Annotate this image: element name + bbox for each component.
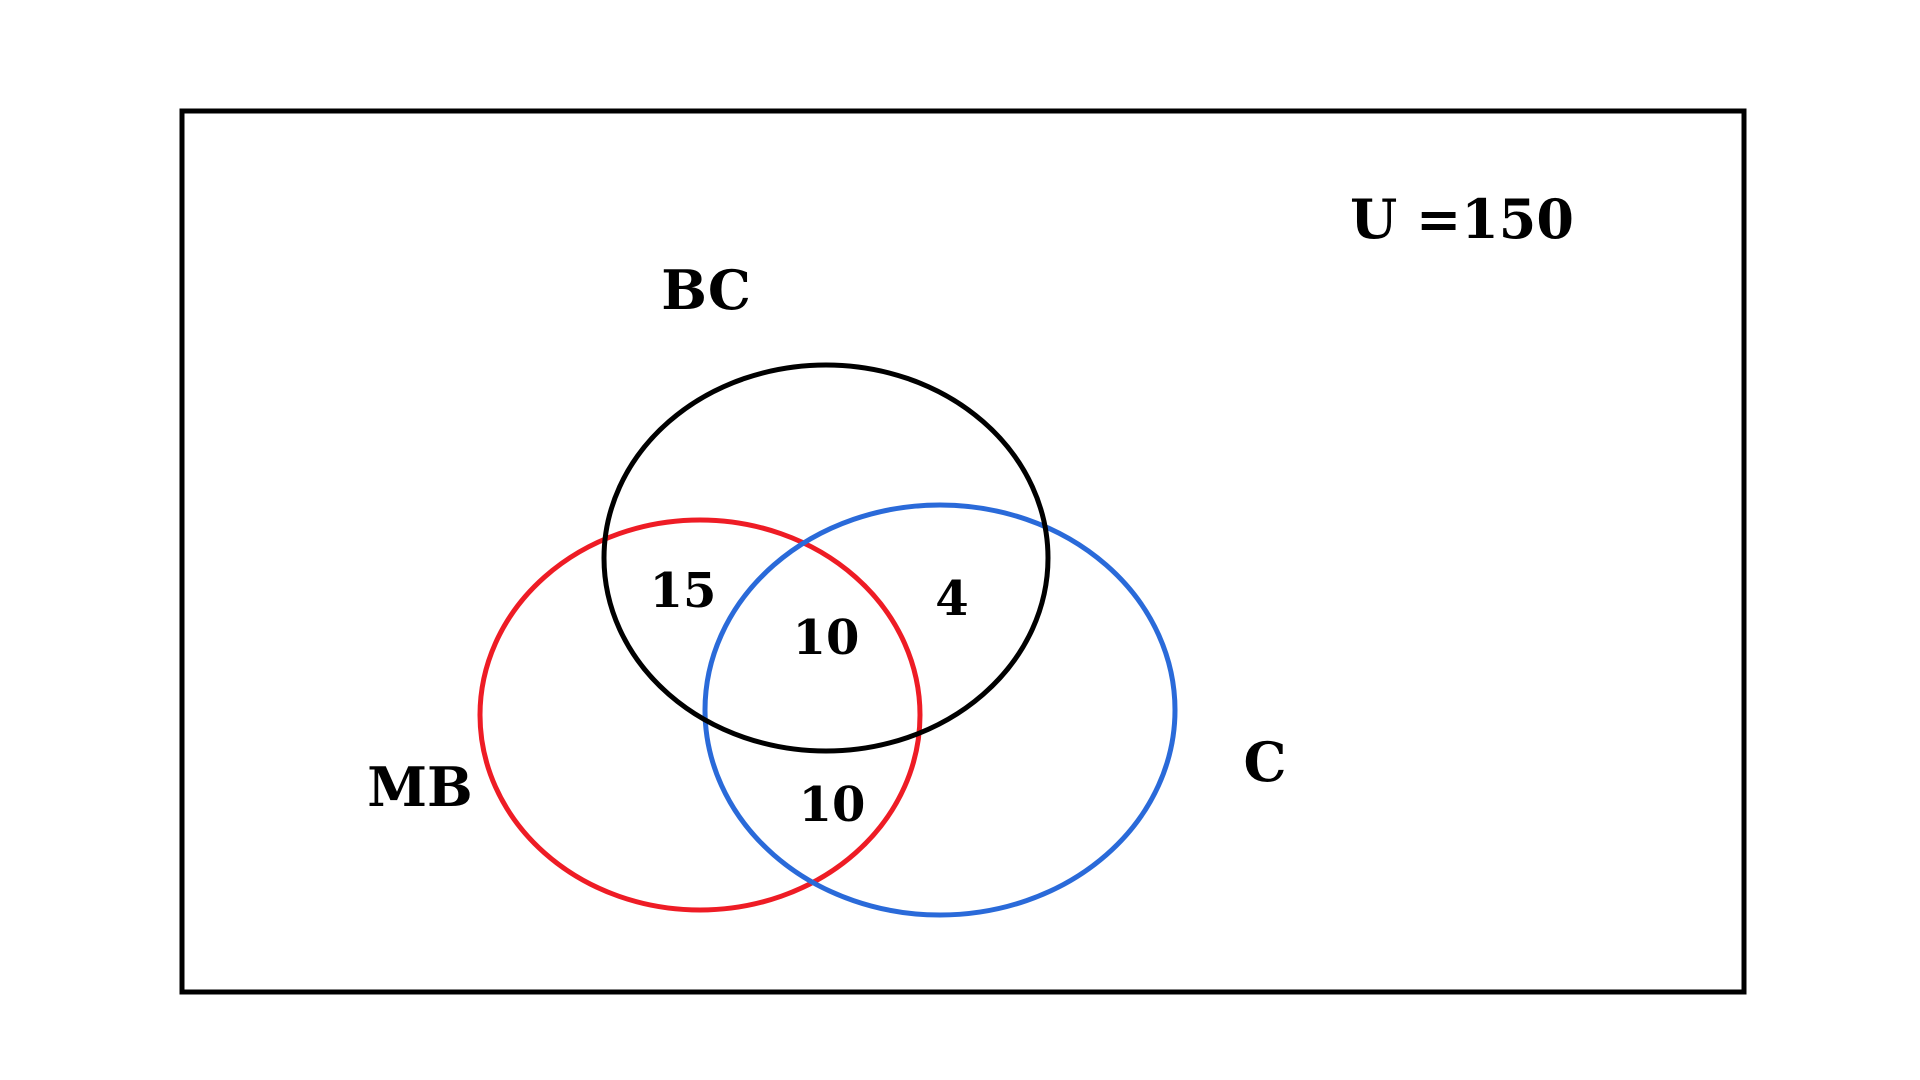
set-bc-circle bbox=[601, 362, 1051, 754]
set-c-label: C bbox=[1244, 730, 1287, 794]
region-all-three-value: 10 bbox=[793, 610, 860, 666]
region-mb-c-value: 10 bbox=[799, 777, 866, 833]
region-bc-c-value: 4 bbox=[935, 571, 968, 627]
set-mb-circle bbox=[477, 517, 923, 913]
set-c-circle bbox=[702, 502, 1178, 918]
set-bc-label: BC bbox=[661, 258, 751, 322]
universe-label: U =150 bbox=[1350, 187, 1574, 251]
universe-frame bbox=[179, 108, 1747, 995]
set-mb-label: MB bbox=[367, 755, 472, 819]
region-mb-bc-value: 15 bbox=[650, 563, 717, 619]
